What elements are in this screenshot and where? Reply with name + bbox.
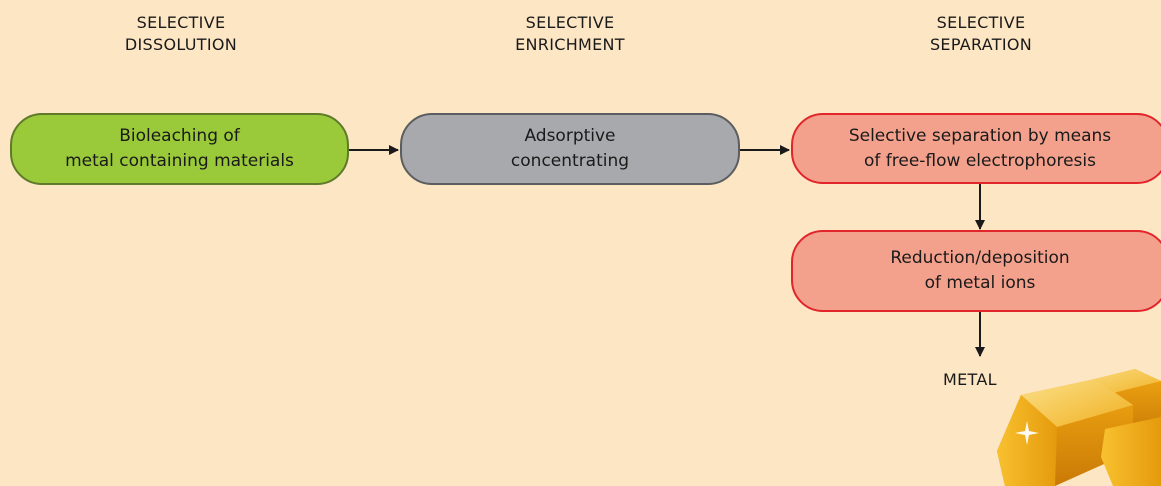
adsorptive-box: Adsorptive concentrating	[400, 113, 740, 185]
stage-label-separation: SELECTIVE SEPARATION	[929, 13, 1033, 54]
reduction-box: Reduction/deposition of metal ions	[791, 230, 1161, 312]
gold-bars-icon	[997, 369, 1161, 486]
metal-output-label: METAL	[943, 370, 997, 389]
stage-label-enrichment: SELECTIVE ENRICHMENT	[515, 13, 625, 54]
sparkle-icon	[1015, 421, 1039, 445]
stage-label-dissolution: SELECTIVE DISSOLUTION	[124, 13, 238, 54]
bioleaching-box: Bioleaching of metal containing material…	[10, 113, 349, 185]
separation-box: Selective separation by means of free-fl…	[791, 113, 1161, 184]
